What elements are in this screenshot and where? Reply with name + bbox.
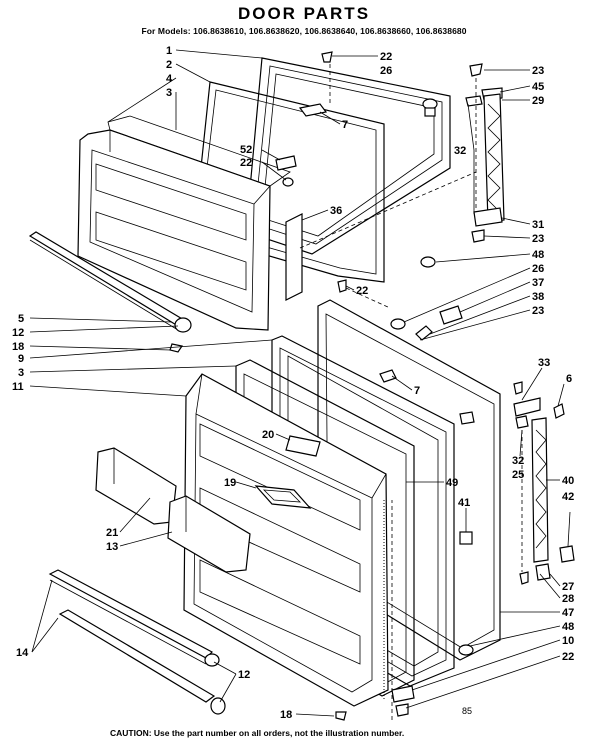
lower-hinge-assembly xyxy=(383,500,415,720)
callout-22-bottom: 22 xyxy=(562,651,574,663)
upper-right-hinge-assembly xyxy=(465,63,505,243)
callout-42: 42 xyxy=(562,491,574,503)
callout-52: 52 xyxy=(240,144,252,156)
callout-19: 19 xyxy=(224,477,236,489)
callout-3: 3 xyxy=(166,87,172,99)
callout-48-lower: 48 xyxy=(562,621,574,633)
lower-hinge-parts xyxy=(204,279,475,721)
callout-22-top: 22 xyxy=(380,51,392,63)
callout-6: 6 xyxy=(566,373,572,385)
callout-32-lower: 32 xyxy=(512,455,524,467)
callout-41: 41 xyxy=(458,497,470,509)
callout-18-lower: 18 xyxy=(280,709,292,721)
callout-9: 9 xyxy=(18,353,24,365)
callout-40: 40 xyxy=(562,475,574,487)
butter-compartment-parts xyxy=(254,435,321,509)
callout-48-upper: 48 xyxy=(532,249,544,261)
callout-4: 4 xyxy=(166,73,173,85)
callout-47: 47 xyxy=(562,607,574,619)
freezer-door-liner xyxy=(77,115,291,331)
callout-49: 49 xyxy=(446,477,458,489)
callout-11: 11 xyxy=(12,381,24,393)
callout-7-upper: 7 xyxy=(342,119,348,131)
callout-13: 13 xyxy=(106,541,118,553)
callout-25: 25 xyxy=(512,469,524,481)
model-list: For Models: 106.8638610, 106.8638620, 10… xyxy=(141,26,467,36)
callout-numbers: 1 2 4 3 7 52 22 36 5 12 18 9 3 11 20 19 … xyxy=(12,45,574,721)
callout-26-top: 26 xyxy=(380,65,392,77)
callout-5: 5 xyxy=(18,313,24,325)
callout-38: 38 xyxy=(532,291,544,303)
page-title: DOOR PARTS xyxy=(237,4,371,23)
lower-right-hinge-assembly xyxy=(513,381,575,585)
callout-2: 2 xyxy=(166,59,172,71)
upper-hinge-parts xyxy=(169,51,438,353)
callout-20: 20 xyxy=(262,429,274,441)
callout-22-mid: 22 xyxy=(356,285,368,297)
callout-12-upper: 12 xyxy=(12,327,24,339)
callout-23-lower: 23 xyxy=(532,305,544,317)
callout-18-upper: 18 xyxy=(12,341,24,353)
callout-23-mid: 23 xyxy=(532,233,544,245)
callout-10: 10 xyxy=(562,635,574,647)
callout-7-lower: 7 xyxy=(414,385,420,397)
callout-33: 33 xyxy=(538,357,550,369)
callout-45: 45 xyxy=(532,81,544,93)
callout-1: 1 xyxy=(166,45,172,57)
lower-shelf-bars xyxy=(48,569,216,703)
callout-14: 14 xyxy=(16,647,29,659)
callout-37: 37 xyxy=(532,277,544,289)
callout-21: 21 xyxy=(106,527,118,539)
callout-36: 36 xyxy=(330,205,342,217)
callout-31: 31 xyxy=(532,219,544,231)
callout-23-top: 23 xyxy=(532,65,544,77)
callout-3-lower: 3 xyxy=(18,367,24,379)
callout-28: 28 xyxy=(562,593,574,605)
door-bins xyxy=(95,447,251,573)
divider-panel xyxy=(285,213,303,301)
freezer-door-gasket-frame xyxy=(245,57,451,255)
callout-29: 29 xyxy=(532,95,544,107)
callout-12-lower: 12 xyxy=(238,669,250,681)
callout-26-mid: 26 xyxy=(532,263,544,275)
callout-32-upper: 32 xyxy=(454,145,466,157)
caution-note: CAUTION: Use the part number on all orde… xyxy=(110,728,405,738)
callout-leaders xyxy=(29,49,571,717)
callout-27: 27 xyxy=(562,581,574,593)
diagram-code: 85 xyxy=(462,706,473,716)
callout-22-upper-left: 22 xyxy=(240,157,252,169)
